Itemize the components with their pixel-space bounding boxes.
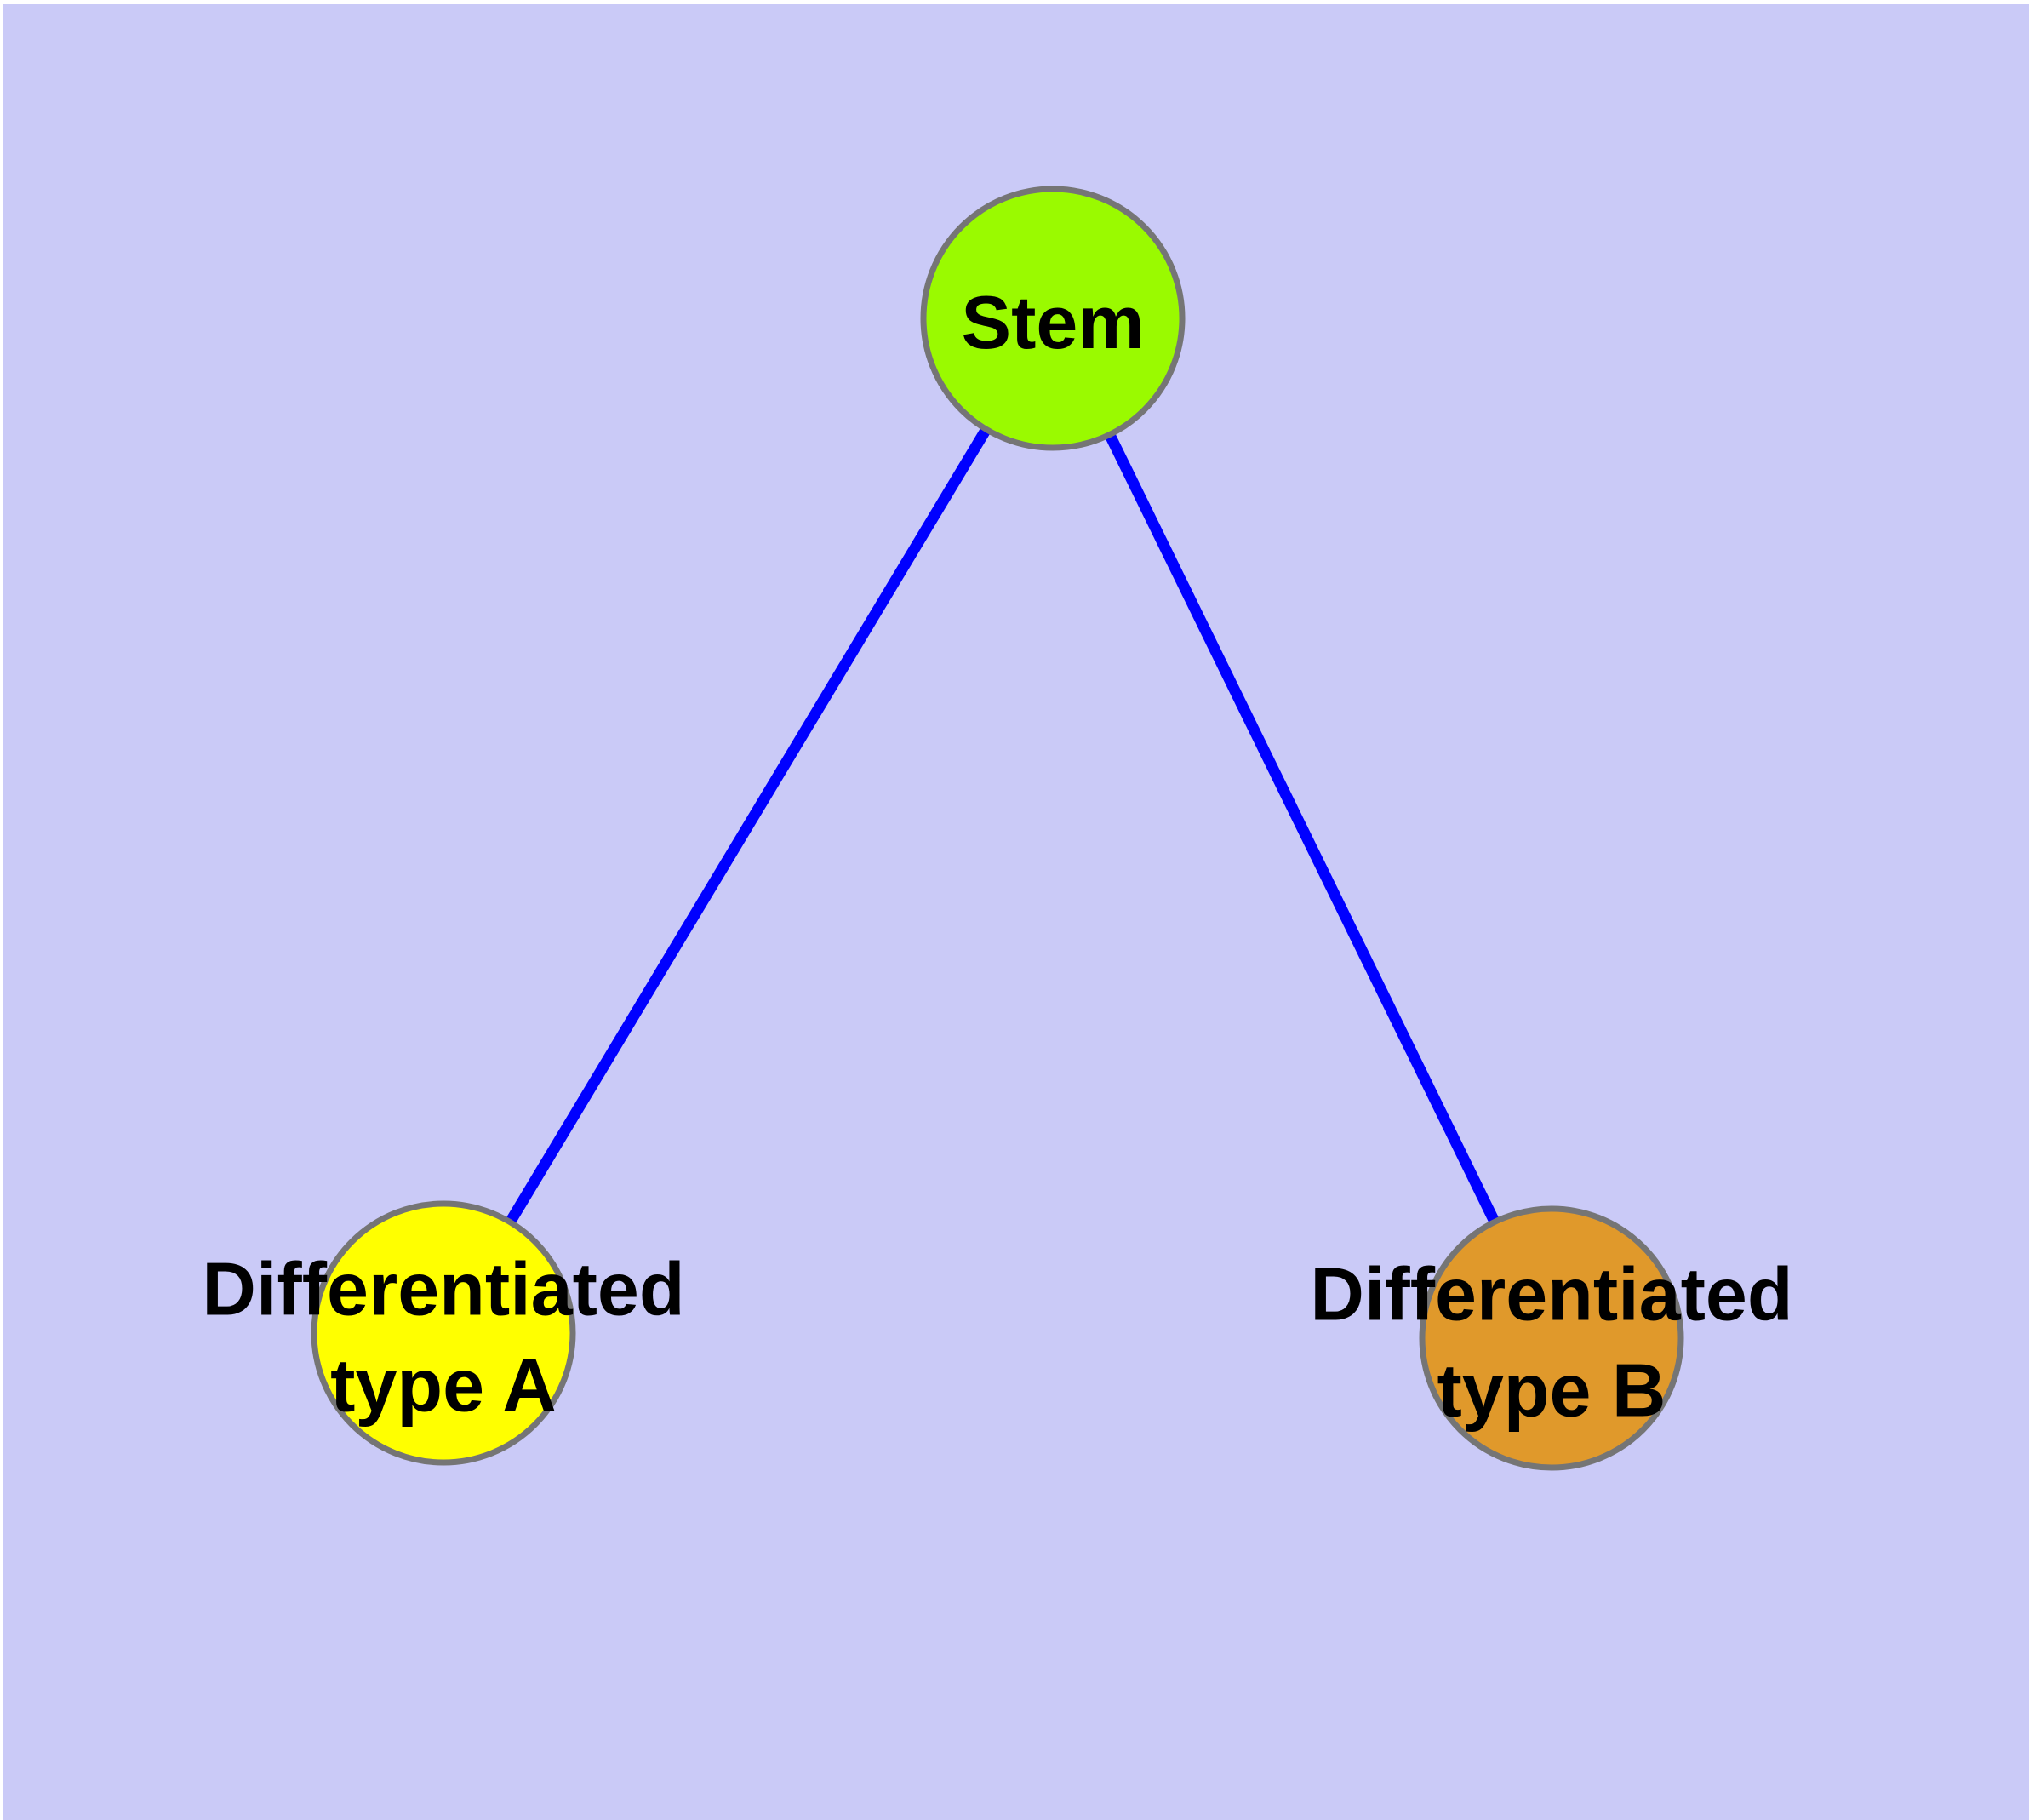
node-type-b-label-line-2: type B: [1437, 1348, 1666, 1433]
node-type-a-circle: [311, 1200, 576, 1466]
node-type-a-label-line-1: Differentiated: [202, 1247, 684, 1331]
node-type-b-label: Differentiated type B: [1310, 1252, 1792, 1433]
node-stem-label: Stem: [961, 280, 1144, 364]
node-type-a: Differentiated type A: [202, 1200, 685, 1466]
node-stem: Stem: [920, 186, 1186, 451]
node-type-b: Differentiated type B: [1310, 1205, 1793, 1471]
node-type-a-label: Differentiated type A: [202, 1247, 684, 1428]
node-type-b-circle: [1419, 1205, 1684, 1471]
edge-stem-type-a: [438, 315, 1058, 1336]
node-stem-circle: [920, 186, 1186, 451]
node-type-a-label-line-2: type A: [330, 1343, 557, 1428]
node-stem-label-line-1: Stem: [961, 280, 1144, 364]
edges-layer: [438, 315, 1557, 1341]
node-type-b-label-line-1: Differentiated: [1310, 1252, 1792, 1336]
edge-stem-type-b: [1048, 316, 1557, 1341]
